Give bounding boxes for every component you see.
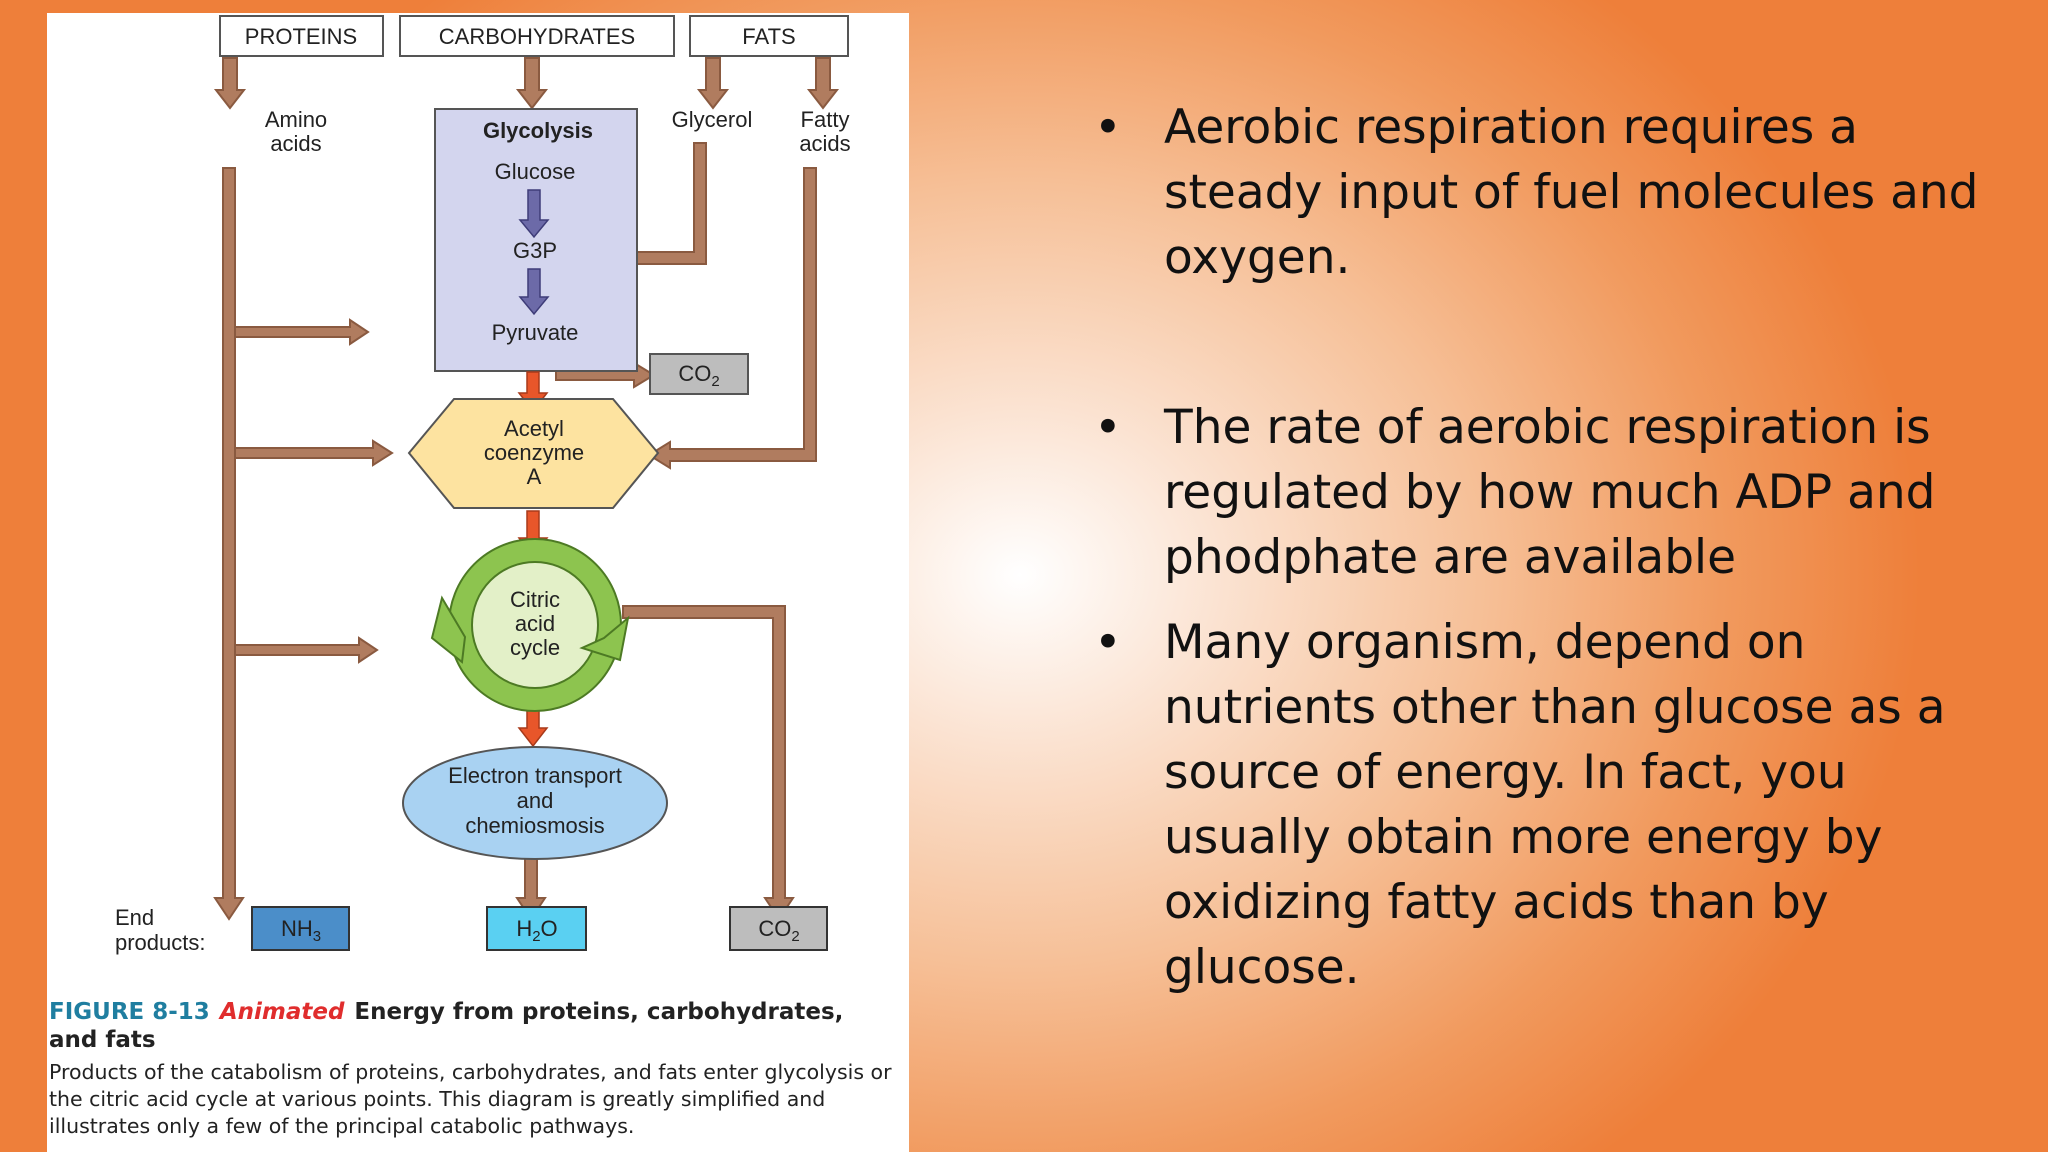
- acetyl-label-3: A: [527, 464, 542, 489]
- arrow-carbohydrates-down: [515, 57, 549, 110]
- arrow-fatty-down: [806, 57, 840, 110]
- arrow-glucose-g3p: [518, 189, 550, 239]
- bullet-other-nutrients: Many organism, depend on nutrients other…: [1090, 610, 1990, 1000]
- acetyl-label-1: Acetyl: [504, 416, 564, 441]
- electron-transport-oval: [402, 746, 668, 860]
- cycle-arrowhead-left: [430, 595, 467, 664]
- glycerol-label: Glycerol: [672, 107, 753, 132]
- glucose-label: Glucose: [495, 159, 576, 184]
- figure-panel: PROTEINS CARBOHYDRATES FATS Amino acids …: [47, 13, 909, 1152]
- arrow-proteins-down: [213, 57, 247, 110]
- fats-box: [689, 15, 849, 57]
- co2-end-main: CO: [758, 916, 791, 941]
- cycle-label-3: cycle: [510, 635, 560, 660]
- nh3-main: NH: [281, 916, 313, 941]
- end-products-label-1: End: [115, 905, 154, 930]
- cycle-label-1: Citric: [510, 587, 560, 612]
- carbohydrates-box: [399, 15, 675, 57]
- h2o-pre: H: [516, 916, 532, 941]
- co2-end-label: CO2: [758, 916, 799, 945]
- g3p-label: G3P: [513, 238, 557, 263]
- arrow-glycerol-down: [696, 57, 730, 110]
- et-label-1: Electron transport: [448, 763, 622, 788]
- arrow-g3p-pyruvate: [518, 268, 550, 316]
- h2o-post: O: [541, 916, 558, 941]
- glycolysis-box: [434, 108, 638, 372]
- pyruvate-label: Pyruvate: [492, 320, 579, 345]
- arrow-fatty-acetyl: [647, 167, 817, 470]
- amino-acids-label-1: Amino: [265, 107, 327, 132]
- h2o-label: H2O: [516, 916, 557, 945]
- glycolysis-title: Glycolysis: [483, 118, 593, 143]
- cycle-center: [471, 561, 599, 689]
- arrow-cycle-co2: [622, 605, 795, 921]
- co2-top-box: [649, 353, 749, 395]
- acetyl-coa-hexagon: [407, 398, 660, 509]
- fatty-acids-label-2: acids: [799, 131, 850, 156]
- amino-acids-label-2: acids: [270, 131, 321, 156]
- figure-animated-tag: Animated: [219, 999, 345, 1025]
- co2-end-sub: 2: [791, 928, 799, 945]
- h2o-box: [486, 906, 587, 951]
- nh3-sub: 3: [313, 928, 321, 945]
- cycle-arrowhead-right: [579, 615, 630, 662]
- carbohydrates-label: CARBOHYDRATES: [439, 24, 635, 49]
- co2-end-box: [729, 906, 828, 951]
- proteins-label: PROTEINS: [245, 24, 357, 49]
- fats-label: FATS: [742, 24, 795, 49]
- bullet-respiration-rate: The rate of aerobic respiration is regul…: [1090, 395, 1990, 590]
- figure-number: FIGURE 8-13: [49, 999, 210, 1025]
- arrow-amino-acetyl: [234, 439, 394, 467]
- end-products-label-2: products:: [115, 930, 206, 955]
- citric-cycle: Citric acid cycle: [430, 538, 630, 712]
- figure-caption-body: Products of the catabolism of proteins, …: [49, 1060, 892, 1138]
- figure-title: Energy from proteins, carbohydrates, and…: [49, 999, 844, 1053]
- arrow-amino-pyruvate: [234, 318, 370, 346]
- bullet-aerobic-input: Aerobic respiration requires a steady in…: [1090, 95, 1990, 290]
- arrow-amino-trunk: [213, 167, 245, 921]
- et-label-3: chemiosmosis: [465, 813, 604, 838]
- bullet-list: Aerobic respiration requires a steady in…: [1090, 95, 1990, 1000]
- nh3-box: [251, 906, 350, 951]
- co2-top-label: CO2: [678, 361, 719, 390]
- acetyl-label-2: coenzyme: [484, 440, 584, 465]
- nh3-label: NH3: [281, 916, 321, 945]
- source-boxes: PROTEINS CARBOHYDRATES FATS: [219, 15, 849, 57]
- arrow-amino-cycle: [234, 636, 379, 664]
- catabolism-diagram: PROTEINS CARBOHYDRATES FATS Amino acids …: [115, 15, 851, 955]
- et-label-2: and: [517, 788, 554, 813]
- proteins-box: [219, 15, 384, 57]
- h2o-sub: 2: [532, 928, 540, 945]
- cycle-label-2: acid: [515, 611, 555, 636]
- fatty-acids-label-1: Fatty: [801, 107, 850, 132]
- co2-top-main: CO: [678, 361, 711, 386]
- co2-top-sub: 2: [711, 373, 719, 390]
